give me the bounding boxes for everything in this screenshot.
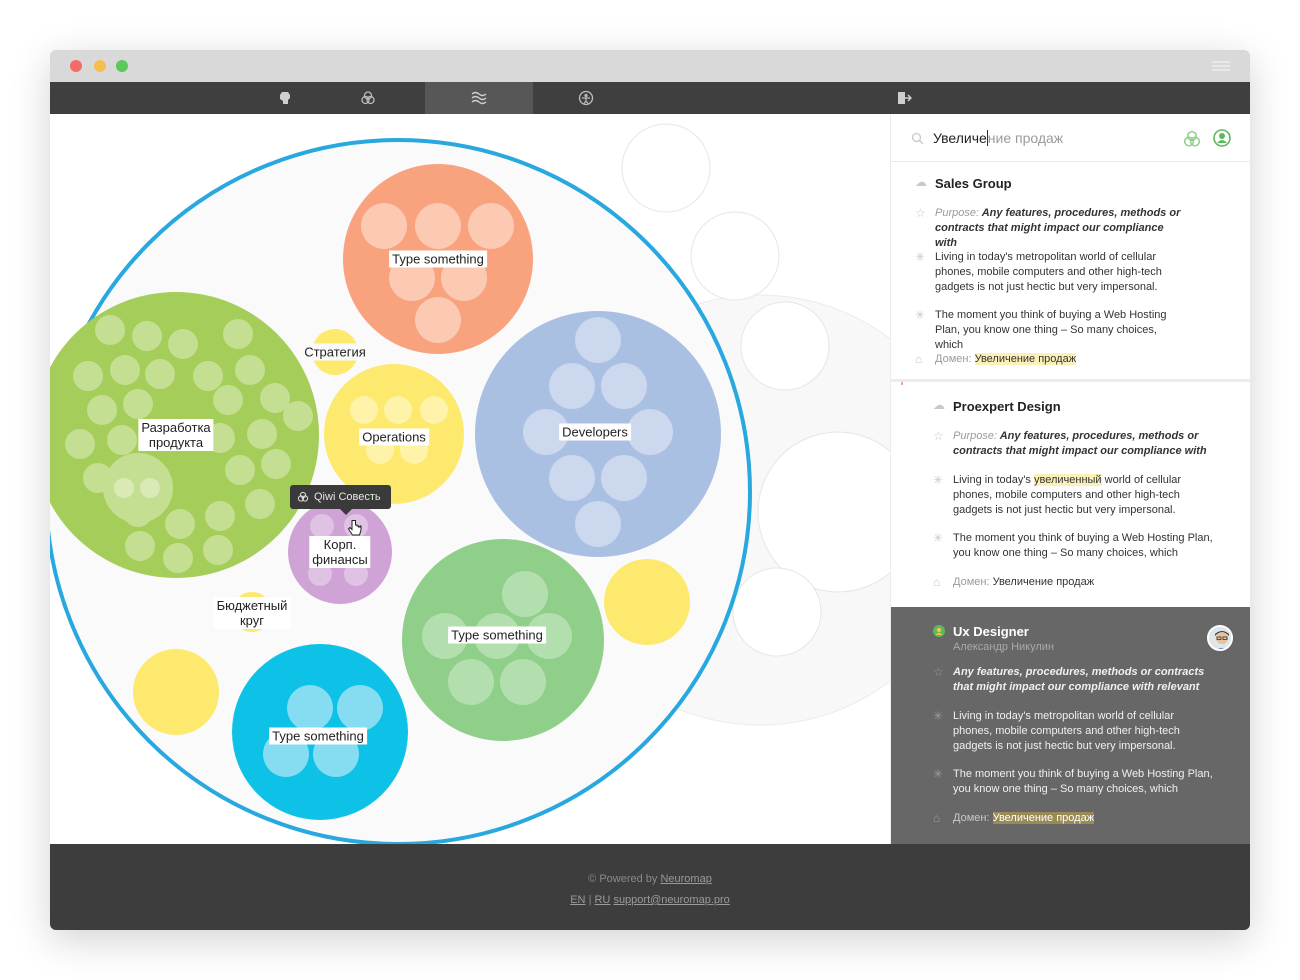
waves-icon bbox=[471, 91, 487, 105]
toolbar-brain-button[interactable] bbox=[231, 82, 339, 114]
circle-label: Developers bbox=[559, 423, 631, 441]
circle-label: Разработка продукта bbox=[138, 419, 214, 451]
card-text: The moment you think of buying a Web Hos… bbox=[935, 309, 1167, 351]
minimize-window-button[interactable] bbox=[94, 60, 106, 72]
hover-tooltip: Qiwi Совесть bbox=[290, 485, 391, 515]
toolbar-exit-button[interactable] bbox=[850, 82, 958, 114]
card-purpose: Purpose: Any features, procedures, metho… bbox=[953, 430, 1207, 457]
home-icon: ⌂ bbox=[933, 575, 941, 589]
circle-product-development[interactable] bbox=[50, 292, 319, 578]
background-subcircle bbox=[740, 301, 830, 391]
asterisk-icon: ✳ bbox=[933, 531, 944, 545]
card-purpose: Purpose: Any features, procedures, metho… bbox=[935, 207, 1181, 249]
user-avatar[interactable] bbox=[1207, 625, 1233, 651]
circles-icon bbox=[361, 91, 375, 105]
circles-filter-icon[interactable] bbox=[1183, 130, 1201, 148]
neuromap-link[interactable]: Neuromap bbox=[660, 873, 712, 885]
footer: © Powered by Neuromap EN | RU support@ne… bbox=[50, 844, 1250, 930]
person-circle-icon bbox=[578, 90, 594, 106]
background-subcircle bbox=[621, 123, 711, 213]
background-subcircle bbox=[732, 567, 822, 657]
card-text: The moment you think of buying a Web Hos… bbox=[953, 532, 1213, 559]
card-text: Living in today's metropolitan world of … bbox=[953, 710, 1180, 752]
star-icon: ☆ bbox=[933, 429, 944, 443]
card-text: Living in today's metropolitan world of … bbox=[935, 251, 1162, 293]
title-bar bbox=[50, 50, 1250, 82]
circle-label: Operations bbox=[359, 428, 429, 446]
circle-label: Type something bbox=[389, 250, 487, 268]
card-purpose: Any features, procedures, methods or con… bbox=[953, 666, 1205, 693]
asterisk-icon: ✳ bbox=[915, 250, 926, 264]
search-input[interactable]: Увеличение продаж bbox=[933, 130, 1064, 146]
card-text: The moment you think of buying a Web Hos… bbox=[953, 768, 1213, 795]
footer-links: EN | RU support@neuromap.pro bbox=[50, 894, 1250, 906]
star-icon: ☆ bbox=[933, 665, 944, 679]
card-domain: Домен: Увеличение продаж bbox=[953, 576, 1095, 588]
toolbar-person-button[interactable] bbox=[532, 82, 640, 114]
footer-separator: | bbox=[588, 894, 592, 906]
result-card-sales-group[interactable]: ☁ Sales Group ☆ Purpose: Any features, p… bbox=[891, 164, 1250, 382]
card-domain: Домен: Увеличение продаж bbox=[953, 812, 1095, 824]
circle-yellow-small[interactable] bbox=[604, 559, 690, 645]
star-icon: ☆ bbox=[915, 206, 926, 220]
card-title: Proexpert Design bbox=[953, 399, 1061, 414]
background-subcircle bbox=[757, 431, 890, 593]
maximize-window-button[interactable] bbox=[116, 60, 128, 72]
card-title: Sales Group bbox=[935, 176, 1012, 191]
circles-icon bbox=[297, 491, 309, 502]
avatar-image bbox=[1209, 627, 1231, 649]
toolbar-waves-button[interactable] bbox=[425, 82, 533, 114]
close-window-button[interactable] bbox=[70, 60, 82, 72]
app-window: Type something Стратегия Разработка прод… bbox=[50, 50, 1250, 930]
toolbar-circles-button[interactable] bbox=[314, 82, 422, 114]
hamburger-menu-icon[interactable] bbox=[1212, 61, 1230, 71]
circle-label: Корп. финансы bbox=[309, 536, 371, 568]
result-card-proexpert-design[interactable]: ☁ Proexpert Design ☆ Purpose: Any featur… bbox=[891, 385, 1250, 607]
circle-group-icon: ☁ bbox=[933, 398, 945, 412]
asterisk-icon: ✳ bbox=[933, 767, 944, 781]
circle-yellow-small[interactable] bbox=[133, 649, 219, 735]
card-subtitle: Александр Никулин bbox=[953, 641, 1055, 653]
home-icon: ⌂ bbox=[915, 352, 923, 366]
asterisk-icon: ✳ bbox=[915, 308, 926, 322]
language-en-link[interactable]: EN bbox=[570, 894, 586, 906]
results-panel: Увеличение продаж ☁ Sales Group ☆ Purpos… bbox=[890, 114, 1250, 844]
card-text: Living in today's увеличенный world of c… bbox=[953, 474, 1182, 516]
circle-map-canvas bbox=[50, 123, 890, 844]
circle-label: Type something bbox=[448, 626, 546, 644]
asterisk-icon: ✳ bbox=[933, 709, 944, 723]
hand-cursor-icon bbox=[347, 520, 362, 536]
card-domain: Домен: Увеличение продаж bbox=[935, 353, 1077, 365]
tooltip-text: Qiwi Совесть bbox=[314, 491, 381, 503]
search-typed-text: Увеличе bbox=[933, 130, 987, 146]
background-subcircle bbox=[690, 211, 780, 301]
result-card-ux-designer[interactable]: Ux Designer Александр Никулин ☆ Any feat… bbox=[891, 607, 1250, 844]
circle-group-icon: ☁ bbox=[915, 175, 927, 189]
user-filter-icon[interactable] bbox=[1213, 129, 1231, 147]
search-bar: Увеличение продаж bbox=[891, 114, 1250, 162]
search-icon bbox=[911, 132, 924, 145]
home-icon: ⌂ bbox=[933, 811, 941, 825]
search-suggestion-text: ние продаж bbox=[986, 130, 1064, 146]
language-ru-link[interactable]: RU bbox=[594, 894, 611, 906]
asterisk-icon: ✳ bbox=[933, 473, 944, 487]
support-email-link[interactable]: support@neuromap.pro bbox=[613, 894, 730, 906]
card-title: Ux Designer bbox=[953, 624, 1029, 639]
brain-icon bbox=[280, 92, 290, 104]
circle-label: Type something bbox=[269, 727, 367, 745]
powered-by: © Powered by Neuromap bbox=[588, 873, 712, 885]
circle-map[interactable]: Type something Стратегия Разработка прод… bbox=[50, 114, 890, 844]
toolbar bbox=[50, 82, 1250, 114]
user-badge-icon bbox=[933, 625, 945, 637]
circle-label: Бюджетный круг bbox=[213, 597, 291, 629]
circle-label: Стратегия bbox=[301, 343, 369, 361]
exit-icon bbox=[898, 92, 912, 104]
